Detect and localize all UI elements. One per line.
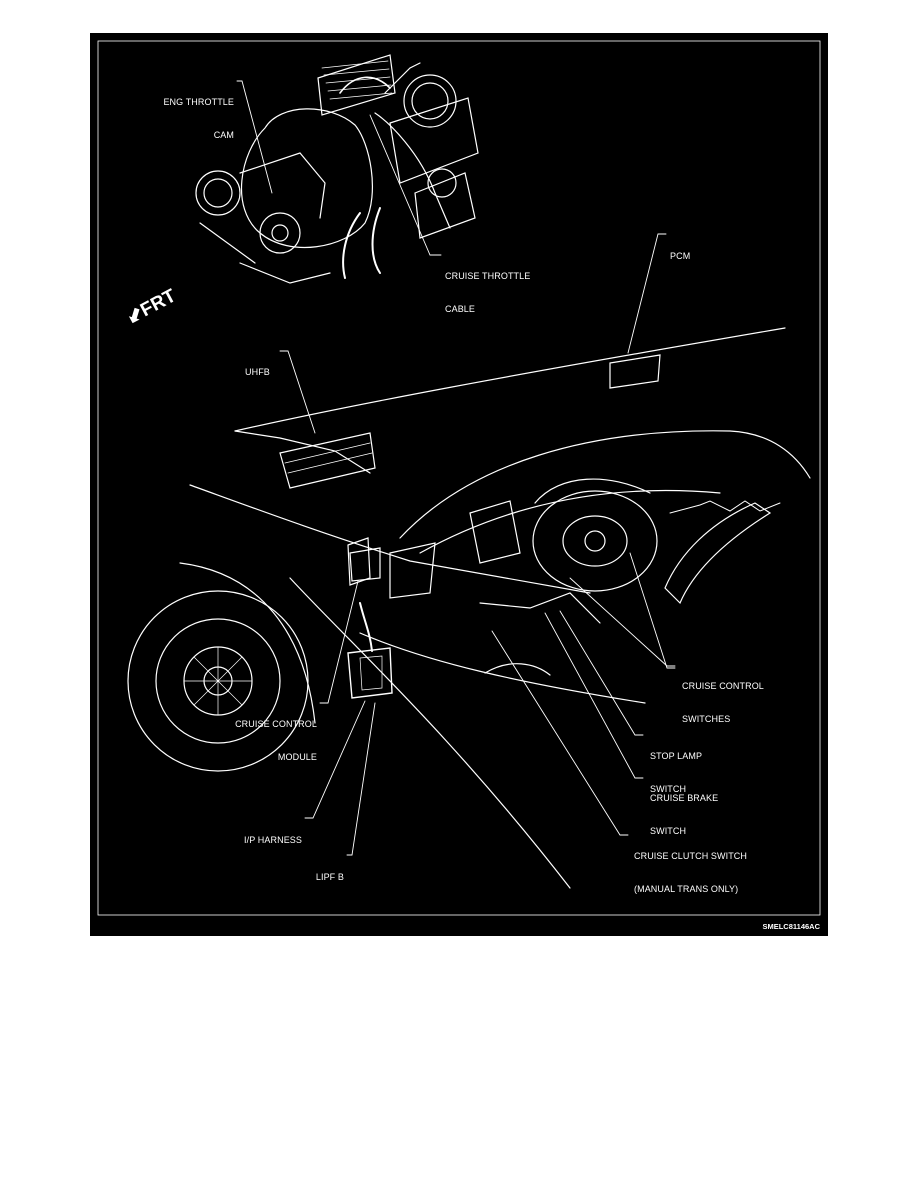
label-uhfb: UHFB: [245, 367, 270, 377]
label-cruise-clutch-switch: CRUISE CLUTCH SWITCH (MANUAL TRANS ONLY): [634, 851, 748, 894]
label-cruise-throttle-cable: CRUISE THROTTLE CABLE: [445, 271, 531, 314]
figure-id: SMELC81146AC: [762, 922, 820, 931]
label-eng-throttle-cam: ENG THROTTLE CAM: [163, 97, 234, 140]
inner-frame: [97, 40, 821, 916]
label-cruise-control-switches: CRUISE CONTROL SWITCHES: [682, 681, 764, 724]
label-ip-harness: I/P HARNESS: [244, 835, 302, 845]
label-lipf-b: LIPF B: [315, 872, 344, 882]
label-stop-lamp-switch: STOP LAMP SWITCH: [650, 751, 703, 794]
engine-illustration: [195, 54, 479, 284]
label-cruise-control-module: CRUISE CONTROL MODULE: [235, 719, 317, 762]
leader-lines: [236, 80, 676, 856]
label-pcm: PCM: [670, 251, 691, 261]
line-drawing: [97, 40, 821, 916]
diagram-panel: ⬋FRT ENG THROTTLE CAM CRUISE THROTTLE CA…: [90, 33, 828, 936]
label-cruise-brake-switch: CRUISE BRAKE SWITCH: [650, 793, 719, 836]
vehicle-illustration: [127, 327, 811, 889]
